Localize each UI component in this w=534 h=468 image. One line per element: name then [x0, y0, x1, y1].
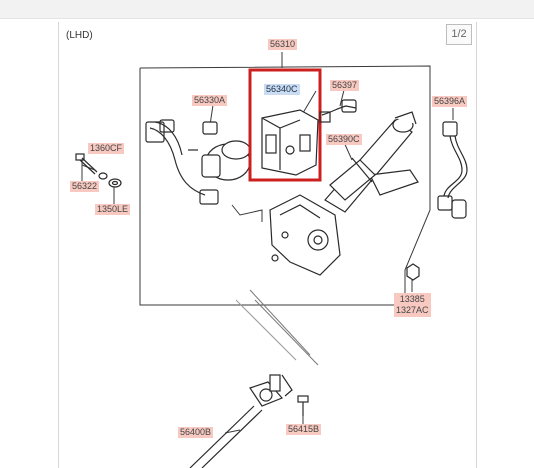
wiring-harness-left — [145, 119, 219, 205]
nut-13385 — [406, 263, 420, 281]
callout-56390c[interactable]: 56390C — [326, 134, 362, 145]
callout-1350le[interactable]: 1350LE — [95, 204, 131, 215]
callout-13385[interactable]: 13385 — [399, 294, 425, 304]
control-module-56340c — [261, 109, 319, 176]
callout-56322[interactable]: 56322 — [70, 181, 100, 192]
callout-56397[interactable]: 56397 — [330, 80, 360, 91]
intermediate-shaft-56400b — [189, 374, 293, 468]
connector-56397 — [319, 99, 357, 123]
page-indicator[interactable]: 1/2 — [446, 24, 472, 45]
callout-56340c[interactable]: 56340C — [264, 84, 300, 95]
callout-56400b[interactable]: 56400B — [178, 427, 214, 438]
region-label: (LHD) — [66, 30, 93, 41]
steering-column-56390c — [324, 111, 419, 213]
callout-56310[interactable]: 56310 — [268, 39, 298, 50]
callout-56330a[interactable]: 56330A — [192, 95, 228, 106]
callout-56396a[interactable]: 56396A — [432, 96, 468, 107]
callout-13385-group[interactable]: 13385 1327AC — [394, 293, 431, 317]
callout-1360cf[interactable]: 1360CF — [88, 143, 125, 154]
column-housing — [269, 194, 341, 276]
motor-56330a — [188, 121, 251, 181]
wiring-harness-right — [437, 121, 468, 219]
callout-1327ac[interactable]: 1327AC — [396, 305, 429, 315]
selected-part-highlight — [248, 68, 322, 182]
assembly-outline — [139, 65, 431, 306]
bolt-56322 — [75, 153, 122, 188]
bolt-56415b — [297, 395, 309, 416]
viewer-toolbar — [0, 0, 534, 19]
callout-56415b[interactable]: 56415B — [286, 424, 322, 435]
